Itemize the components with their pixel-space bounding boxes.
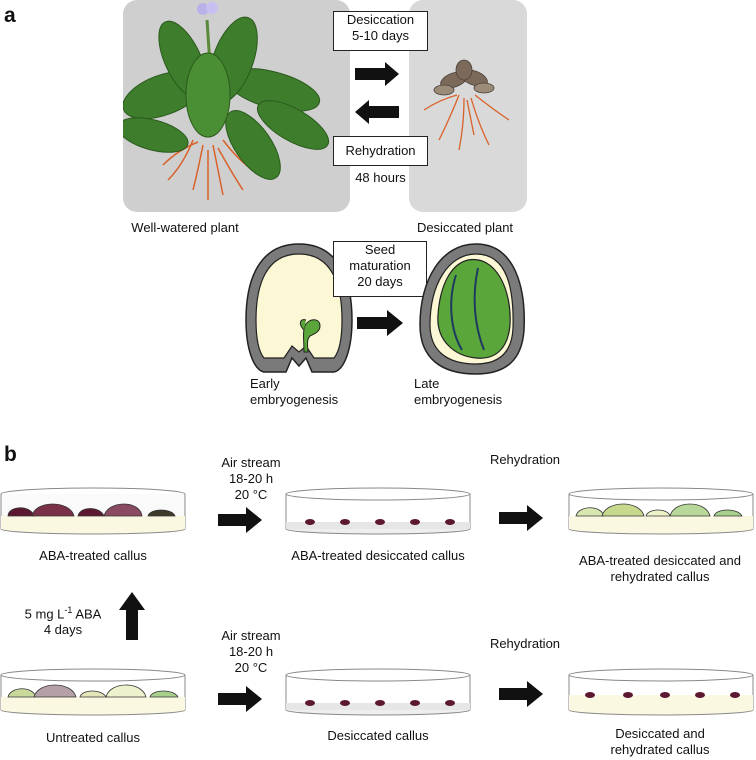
desiccated-plant-illustration (423, 59, 510, 151)
rehydration-time: 48 hours (355, 170, 406, 185)
aba-treatment-label: 5 mg L-1 ABA 4 days (24, 605, 102, 638)
air-stream-bottom-label: Air stream 18-20 h 20 °C (221, 628, 281, 675)
rehydration-bottom-arrow (499, 681, 543, 707)
rehydration-top-arrow (499, 505, 543, 531)
late-embryo-seed (419, 243, 525, 375)
seed-maturation-arrow (357, 310, 403, 336)
aba-treated-callus-label: ABA-treated callus (39, 548, 147, 563)
panel-a-letter: a (4, 4, 16, 27)
panel-a-top-arrows (355, 62, 399, 124)
air-stream-top-arrow (218, 507, 262, 533)
desiccation-duration: 5-10 days (351, 28, 410, 43)
rehydration-box: Rehydration (333, 136, 428, 166)
air-stream-bottom-arrow (218, 686, 262, 712)
air-stream-top-label: Air stream 18-20 h 20 °C (221, 455, 281, 502)
panel-b-letter: b (4, 443, 17, 466)
aba-rehydrated-callus-label: ABA-treated desiccated and rehydrated ca… (579, 553, 741, 584)
aba-desiccated-dish (285, 487, 471, 535)
early-endosperm (255, 253, 343, 359)
early-embryogenesis-label: Early embryogenesis (250, 376, 339, 407)
aba-treated-dish (0, 487, 186, 535)
maturation-duration: 20 days (357, 274, 403, 289)
seed-label: Seed (364, 242, 396, 257)
rehydration-label: Rehydration (345, 143, 416, 158)
desiccated-plant-photo (409, 0, 527, 212)
early-embryo-seed (245, 243, 353, 373)
seed-maturation-box: Seed maturation 20 days (333, 241, 427, 297)
rehydration-bottom-label: Rehydration (489, 636, 561, 651)
top-row-dishes (0, 487, 754, 535)
desiccation-box: Desiccation 5-10 days (333, 11, 428, 51)
desiccated-rehydrated-label: Desiccated and rehydrated callus (610, 726, 710, 757)
aba-treatment-arrow (119, 592, 145, 640)
desiccated-rehydrated-dish (568, 668, 754, 716)
well-watered-label: Well-watered plant (131, 220, 239, 235)
desiccated-callus-label: Desiccated callus (327, 728, 429, 743)
bottom-row-dishes (0, 668, 754, 716)
desiccated-dish (285, 668, 471, 716)
late-embryogenesis-label: Late embryogenesis (414, 376, 503, 407)
rehydration-arrow (355, 100, 399, 124)
desiccated-label: Desiccated plant (416, 220, 514, 235)
aba-rehydrated-dish (568, 487, 754, 535)
desiccation-label: Desiccation (346, 12, 415, 27)
rehydration-top-label: Rehydration (489, 452, 561, 467)
well-watered-plant-photo (123, 0, 350, 212)
untreated-dish (0, 668, 186, 716)
well-watered-plant-illustration (123, 2, 330, 200)
maturation-label: maturation (349, 258, 411, 273)
untreated-callus-label: Untreated callus (46, 730, 140, 745)
aba-desiccated-callus-label: ABA-treated desiccated callus (291, 548, 465, 563)
desiccation-arrow (355, 62, 399, 86)
